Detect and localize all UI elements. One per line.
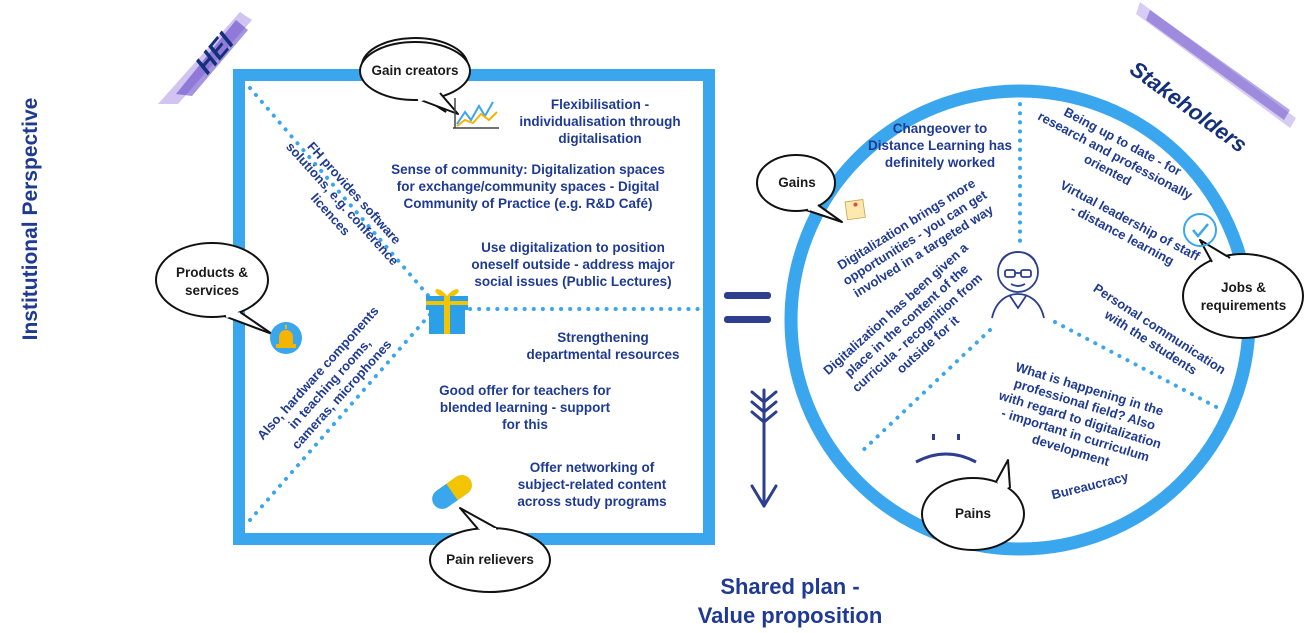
gains-bubble (756, 154, 843, 223)
stakeholders-tag-bg (1136, 2, 1296, 128)
chart-icon (453, 98, 499, 129)
jobs-requirements-label: Jobs &requirements (1200, 280, 1287, 313)
frown-icon (915, 434, 977, 464)
person-icon (991, 251, 1045, 319)
equals-icon (724, 292, 771, 323)
pain-relievers-bubble (429, 507, 551, 593)
jobs-bubble (1182, 239, 1304, 339)
pains-label: Pains (954, 506, 992, 521)
hei-tag-bg (158, 12, 252, 104)
sticky-note-icon (844, 199, 866, 221)
products-services-bubble (155, 242, 273, 335)
bell-icon (270, 322, 302, 354)
pains-bubble (921, 459, 1025, 551)
gift-icon (426, 289, 468, 334)
pill-icon (432, 475, 472, 509)
gain-creator-item: Sense of community: Digitalization space… (391, 162, 665, 211)
gain-creators-bubble (359, 37, 471, 115)
gains-label: Gains (778, 175, 816, 190)
products-services-label: Products &services (175, 265, 248, 298)
arrow-down-icon (750, 388, 778, 508)
pain-relievers-label: Pain relievers (446, 552, 534, 567)
checkmark-icon (1183, 213, 1217, 247)
gain-creator-item: Flexibilisation -individualisation throu… (519, 97, 681, 146)
footer-title: Shared plan - Value proposition (697, 574, 883, 628)
gain-creators-label: Gain creators (371, 63, 459, 78)
